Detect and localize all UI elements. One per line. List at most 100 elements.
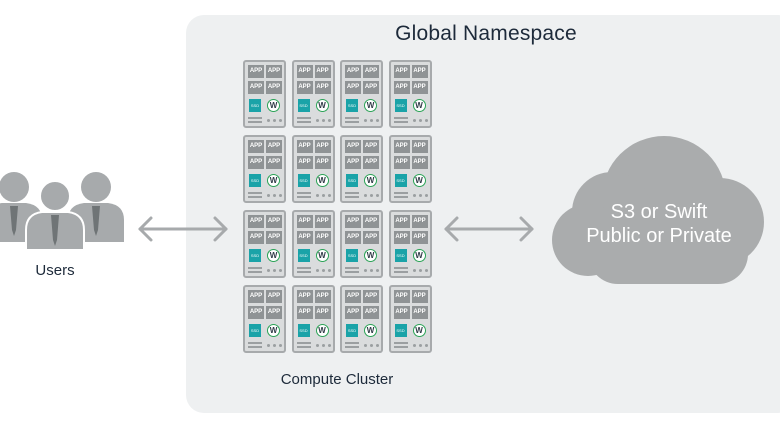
status-dot: [412, 344, 416, 347]
status-dot: [273, 344, 276, 347]
node-logo-icon: W: [267, 249, 280, 262]
app-block: APP: [363, 156, 379, 169]
app-block: APP: [393, 215, 410, 228]
app-block: APP: [296, 140, 313, 153]
node-logo-icon: W: [412, 324, 426, 337]
app-block: APP: [345, 306, 361, 319]
app-block: APP: [345, 290, 361, 303]
status-dot: [327, 119, 331, 122]
app-block: APP: [363, 81, 379, 94]
app-block: APP: [266, 290, 282, 303]
ssd-block: SSD: [297, 249, 310, 262]
status-dot: [279, 344, 282, 347]
status-dot: [370, 344, 373, 347]
ssd-block: SSD: [297, 99, 310, 112]
app-block: APP: [296, 231, 313, 244]
app-block: APP: [393, 231, 410, 244]
cloud-icon: [552, 136, 764, 284]
status-dot: [364, 269, 367, 272]
app-block: APP: [266, 215, 282, 228]
drive-slot: [345, 271, 359, 273]
ssd-block: SSD: [249, 324, 261, 337]
drive-slot: [345, 192, 359, 194]
app-block: APP: [363, 231, 379, 244]
app-block: APP: [393, 290, 410, 303]
status-dot: [327, 269, 331, 272]
users-icon: [0, 172, 124, 251]
arrow-cluster-cloud: [444, 216, 534, 242]
drive-slot: [393, 271, 408, 273]
drive-slot: [248, 267, 262, 269]
drive-slot: [248, 342, 262, 344]
app-block: APP: [411, 231, 428, 244]
app-block: APP: [345, 65, 361, 78]
app-block: APP: [363, 215, 379, 228]
node-logo-icon: W: [364, 99, 377, 112]
status-dot: [418, 269, 422, 272]
status-dot: [315, 119, 319, 122]
app-block: APP: [345, 215, 361, 228]
status-dot: [424, 194, 428, 197]
app-block: APP: [411, 290, 428, 303]
status-dot: [321, 344, 325, 347]
users-label: Users: [35, 262, 75, 279]
cloud-label: S3 or Swift Public or Private: [548, 200, 770, 248]
node-logo-icon: W: [364, 174, 377, 187]
ssd-block: SSD: [394, 324, 407, 337]
app-block: APP: [266, 65, 282, 78]
ssd-block: SSD: [346, 174, 358, 187]
node-logo-icon: W: [315, 99, 329, 112]
app-block: APP: [314, 231, 331, 244]
drive-slot: [296, 117, 311, 119]
status-dot: [370, 119, 373, 122]
node-logo-icon: W: [364, 324, 377, 337]
node-logo-icon: W: [267, 324, 280, 337]
status-dot: [321, 194, 325, 197]
drive-slot: [248, 117, 262, 119]
app-block: APP: [314, 81, 331, 94]
app-block: APP: [296, 65, 313, 78]
app-block: APP: [314, 65, 331, 78]
drive-slot: [345, 342, 359, 344]
drive-slot: [345, 346, 359, 348]
ssd-block: SSD: [394, 99, 407, 112]
cloud-label-line2: Public or Private: [586, 225, 732, 247]
drive-slot: [345, 267, 359, 269]
status-dot: [370, 269, 373, 272]
node-logo-icon: W: [315, 174, 329, 187]
status-dot: [412, 194, 416, 197]
status-dot: [315, 344, 319, 347]
status-dot: [279, 119, 282, 122]
app-block: APP: [393, 156, 410, 169]
ssd-block: SSD: [249, 174, 261, 187]
app-block: APP: [248, 231, 264, 244]
status-dot: [376, 119, 379, 122]
app-block: APP: [248, 306, 264, 319]
app-block: APP: [248, 215, 264, 228]
status-dot: [327, 194, 331, 197]
app-block: APP: [248, 290, 264, 303]
drive-slot: [248, 346, 262, 348]
namespace-title: Global Namespace: [395, 22, 577, 45]
status-dot: [376, 344, 379, 347]
status-dot: [424, 344, 428, 347]
app-block: APP: [363, 140, 379, 153]
drive-slot: [393, 192, 408, 194]
app-block: APP: [248, 81, 264, 94]
app-block: APP: [393, 65, 410, 78]
status-dot: [321, 269, 325, 272]
node-logo-icon: W: [412, 249, 426, 262]
app-block: APP: [411, 140, 428, 153]
app-block: APP: [296, 215, 313, 228]
app-block: APP: [345, 231, 361, 244]
drive-slot: [296, 271, 311, 273]
ssd-block: SSD: [394, 174, 407, 187]
app-block: APP: [314, 140, 331, 153]
